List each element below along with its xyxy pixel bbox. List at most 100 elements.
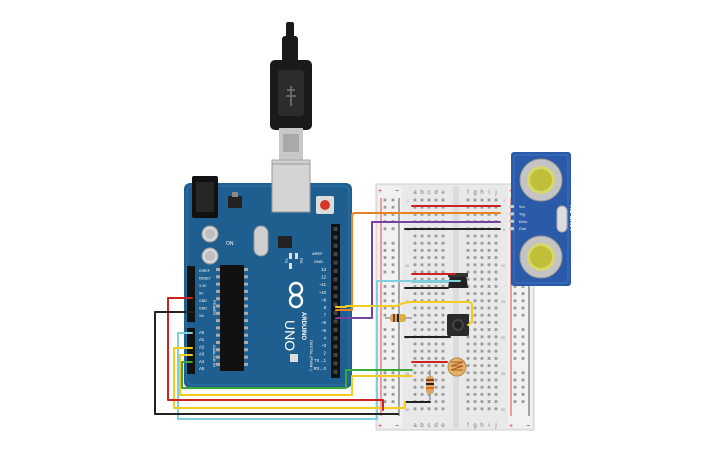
rail-hole[interactable] xyxy=(513,335,517,339)
breadboard-hole[interactable] xyxy=(427,234,431,238)
breadboard-hole[interactable] xyxy=(473,321,477,324)
breadboard-hole[interactable] xyxy=(427,256,431,259)
breadboard-hole[interactable] xyxy=(480,321,484,324)
breadboard-hole[interactable] xyxy=(480,328,484,331)
breadboard-hole[interactable] xyxy=(420,364,424,367)
rail-hole[interactable] xyxy=(383,299,387,303)
rail-hole[interactable] xyxy=(383,241,387,245)
rail-hole[interactable] xyxy=(391,342,395,346)
breadboard-hole[interactable] xyxy=(427,277,431,281)
breadboard-hole[interactable] xyxy=(480,385,484,389)
breadboard-hole[interactable] xyxy=(480,241,484,245)
breadboard-hole[interactable] xyxy=(420,342,424,346)
rail-hole[interactable] xyxy=(391,378,395,382)
breadboard-hole[interactable] xyxy=(494,393,498,396)
breadboard-hole[interactable] xyxy=(494,357,498,360)
breadboard-hole[interactable] xyxy=(434,328,438,331)
rail-hole[interactable] xyxy=(383,198,387,202)
rail-hole[interactable] xyxy=(383,292,387,295)
breadboard-hole[interactable] xyxy=(466,234,470,238)
rail-hole[interactable] xyxy=(391,349,395,353)
breadboard-hole[interactable] xyxy=(441,393,445,396)
breadboard-hole[interactable] xyxy=(466,371,470,375)
breadboard-hole[interactable] xyxy=(434,285,438,288)
rail-hole[interactable] xyxy=(391,299,395,303)
breadboard-hole[interactable] xyxy=(494,335,498,339)
breadboard-hole[interactable] xyxy=(434,364,438,367)
rail-hole[interactable] xyxy=(383,249,387,252)
header-socket[interactable] xyxy=(333,269,338,273)
breadboard-hole[interactable] xyxy=(480,335,484,339)
rail-hole[interactable] xyxy=(383,335,387,339)
breadboard-hole[interactable] xyxy=(466,205,470,209)
rail-hole[interactable] xyxy=(383,285,387,288)
breadboard-hole[interactable] xyxy=(473,270,477,274)
breadboard-hole[interactable] xyxy=(494,198,498,202)
breadboard-hole[interactable] xyxy=(466,241,470,245)
header-socket[interactable] xyxy=(333,319,338,324)
breadboard-hole[interactable] xyxy=(427,213,431,216)
header-socket[interactable] xyxy=(333,302,338,307)
breadboard-hole[interactable] xyxy=(473,198,477,202)
breadboard-hole[interactable] xyxy=(420,393,424,396)
sensor-pin[interactable] xyxy=(509,227,514,231)
breadboard-hole[interactable] xyxy=(487,277,491,281)
breadboard-hole[interactable] xyxy=(494,213,498,216)
breadboard-hole[interactable] xyxy=(480,364,484,367)
breadboard-hole[interactable] xyxy=(466,249,470,252)
header-socket[interactable] xyxy=(333,260,338,265)
breadboard-hole[interactable] xyxy=(420,256,424,259)
breadboard-hole[interactable] xyxy=(487,263,491,267)
breadboard-hole[interactable] xyxy=(466,198,470,202)
breadboard-hole[interactable] xyxy=(413,371,417,375)
rail-hole[interactable] xyxy=(521,285,525,288)
rail-hole[interactable] xyxy=(391,385,395,389)
breadboard-hole[interactable] xyxy=(434,205,438,209)
breadboard-hole[interactable] xyxy=(420,313,424,317)
breadboard-hole[interactable] xyxy=(427,342,431,346)
breadboard-hole[interactable] xyxy=(466,213,470,216)
rail-hole[interactable] xyxy=(391,198,395,202)
breadboard-hole[interactable] xyxy=(473,385,477,389)
breadboard-hole[interactable] xyxy=(487,249,491,252)
breadboard-hole[interactable] xyxy=(466,393,470,396)
breadboard-hole[interactable] xyxy=(473,393,477,396)
header-socket[interactable] xyxy=(333,344,338,349)
breadboard-hole[interactable] xyxy=(473,241,477,245)
breadboard-hole[interactable] xyxy=(494,256,498,259)
rail-hole[interactable] xyxy=(391,256,395,259)
sensor-pin[interactable] xyxy=(509,212,514,216)
rail-hole[interactable] xyxy=(513,378,517,382)
breadboard-hole[interactable] xyxy=(487,407,491,411)
breadboard-hole[interactable] xyxy=(487,342,491,346)
breadboard-hole[interactable] xyxy=(427,364,431,367)
breadboard-hole[interactable] xyxy=(427,285,431,288)
header-socket[interactable] xyxy=(333,311,338,315)
breadboard-hole[interactable] xyxy=(427,270,431,274)
header-socket[interactable] xyxy=(333,252,338,257)
rail-hole[interactable] xyxy=(383,205,387,209)
breadboard-hole[interactable] xyxy=(413,349,417,353)
breadboard-hole[interactable] xyxy=(466,292,470,295)
breadboard-hole[interactable] xyxy=(420,213,424,216)
breadboard-hole[interactable] xyxy=(434,349,438,353)
breadboard-hole[interactable] xyxy=(494,364,498,367)
rail-hole[interactable] xyxy=(513,342,517,346)
rail-hole[interactable] xyxy=(383,227,387,231)
breadboard-hole[interactable] xyxy=(427,349,431,353)
breadboard-hole[interactable] xyxy=(413,263,417,267)
breadboard-hole[interactable] xyxy=(441,371,445,375)
breadboard-hole[interactable] xyxy=(441,292,445,295)
breadboard-hole[interactable] xyxy=(494,249,498,252)
rail-hole[interactable] xyxy=(391,400,395,403)
breadboard-hole[interactable] xyxy=(420,198,424,202)
breadboard-hole[interactable] xyxy=(473,249,477,252)
breadboard-hole[interactable] xyxy=(480,198,484,202)
rail-hole[interactable] xyxy=(521,306,525,310)
breadboard-hole[interactable] xyxy=(441,328,445,331)
header-socket[interactable] xyxy=(333,353,338,357)
breadboard-hole[interactable] xyxy=(441,205,445,209)
sensor-pin[interactable] xyxy=(509,205,514,208)
rail-hole[interactable] xyxy=(521,299,525,303)
breadboard-hole[interactable] xyxy=(466,270,470,274)
